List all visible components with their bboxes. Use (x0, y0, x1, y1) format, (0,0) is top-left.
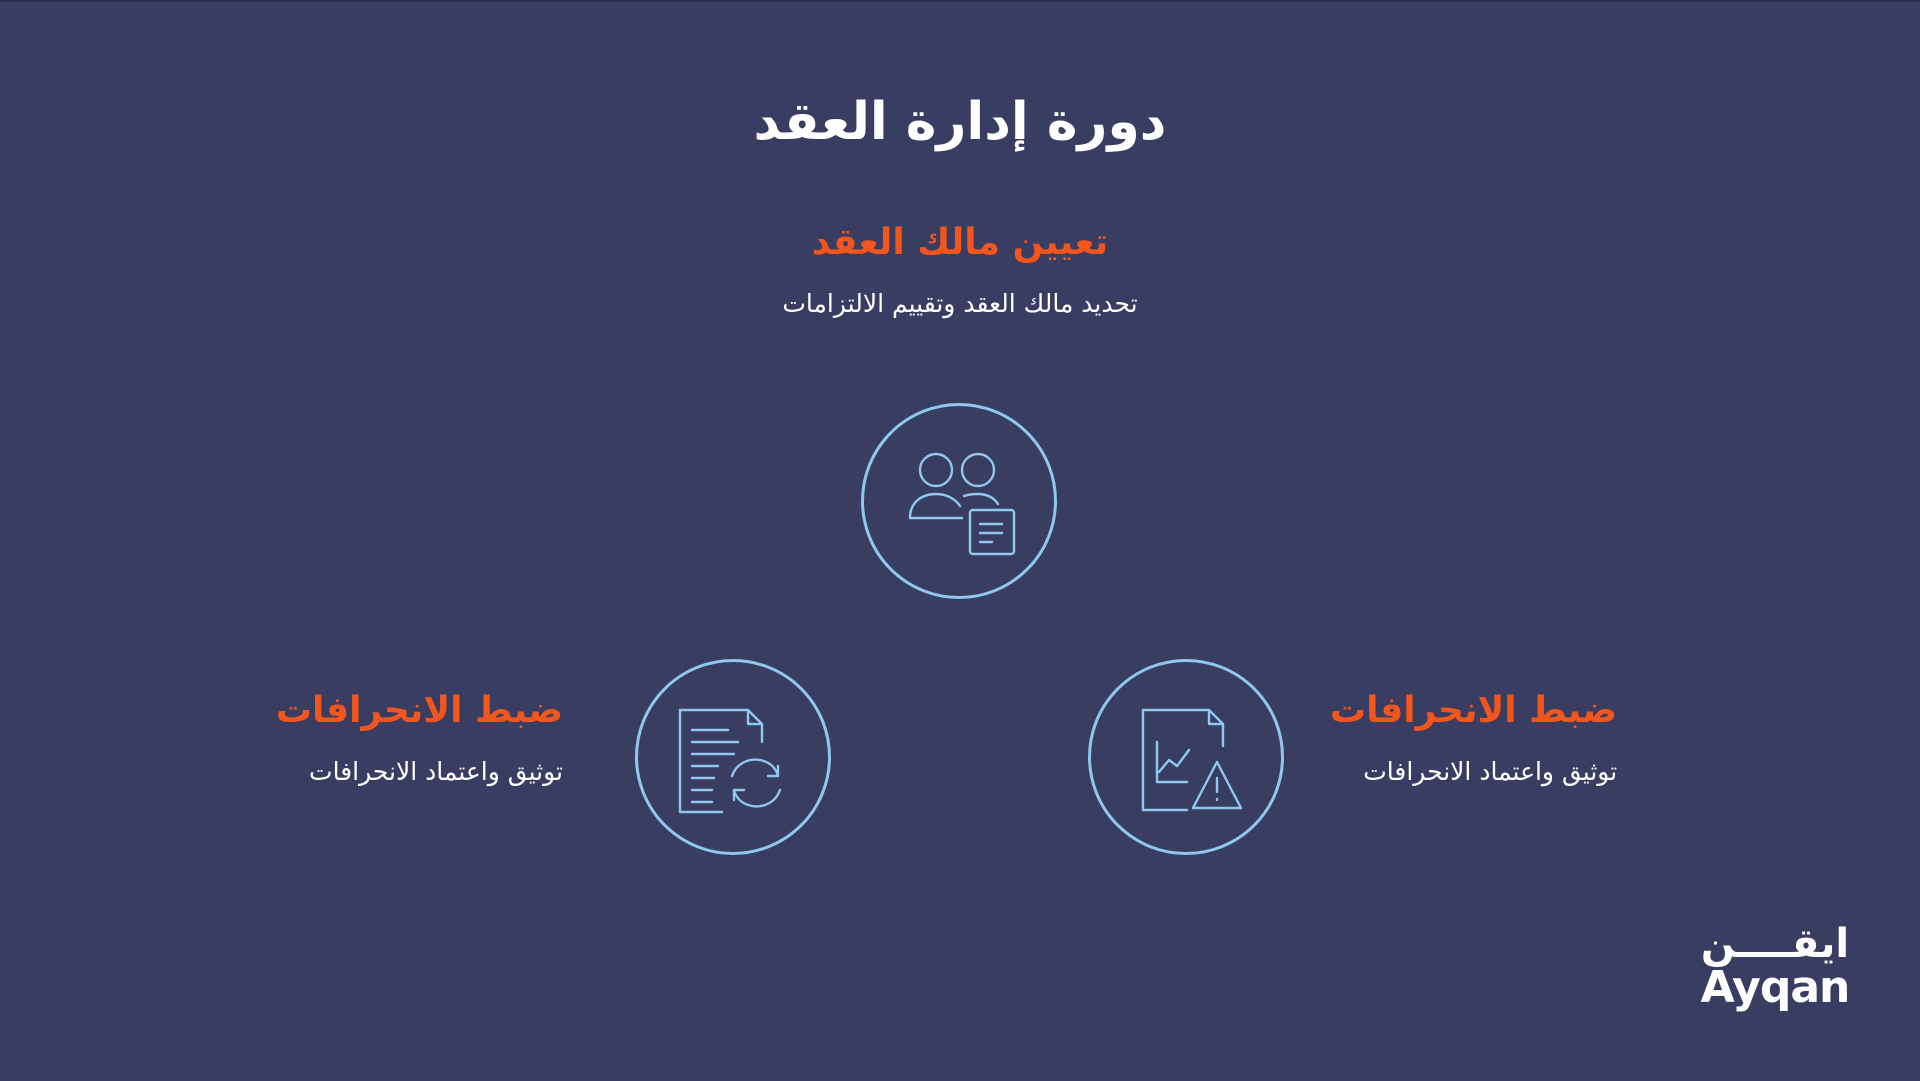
people-document-icon (908, 452, 1016, 556)
step-heading: تعيين مالك العقد (811, 222, 1109, 263)
step-description: تحديد مالك العقد وتقييم الالتزامات (782, 289, 1138, 318)
top-border-line (0, 0, 1920, 2)
chart-warning-icon (1141, 708, 1243, 812)
document-refresh-icon (678, 708, 782, 814)
ayqan-logo: ايقــــن Ayqan (1700, 921, 1851, 1014)
step-circle-right (1088, 659, 1284, 855)
step-circle-left (635, 659, 831, 855)
step-description: توثيق واعتماد الانحرافات (1363, 757, 1618, 786)
step-control-deviations-right: ضبط الانحرافات توثيق واعتماد الانحرافات (1330, 690, 1617, 786)
step-heading: ضبط الانحرافات (1330, 690, 1618, 731)
logo-arabic-text: ايقــــن (1700, 921, 1850, 967)
logo-english-text: Ayqan (1700, 962, 1851, 1013)
step-heading: ضبط الانحرافات (275, 690, 563, 731)
step-assign-owner: تعيين مالك العقد تحديد مالك العقد وتقييم… (0, 222, 1920, 318)
step-control-deviations-left: ضبط الانحرافات توثيق واعتماد الانحرافات (240, 690, 563, 786)
diagram-title: دورة إدارة العقد (753, 92, 1167, 152)
step-description: توثيق واعتماد الانحرافات (309, 757, 563, 786)
step-circle-top (861, 403, 1057, 599)
